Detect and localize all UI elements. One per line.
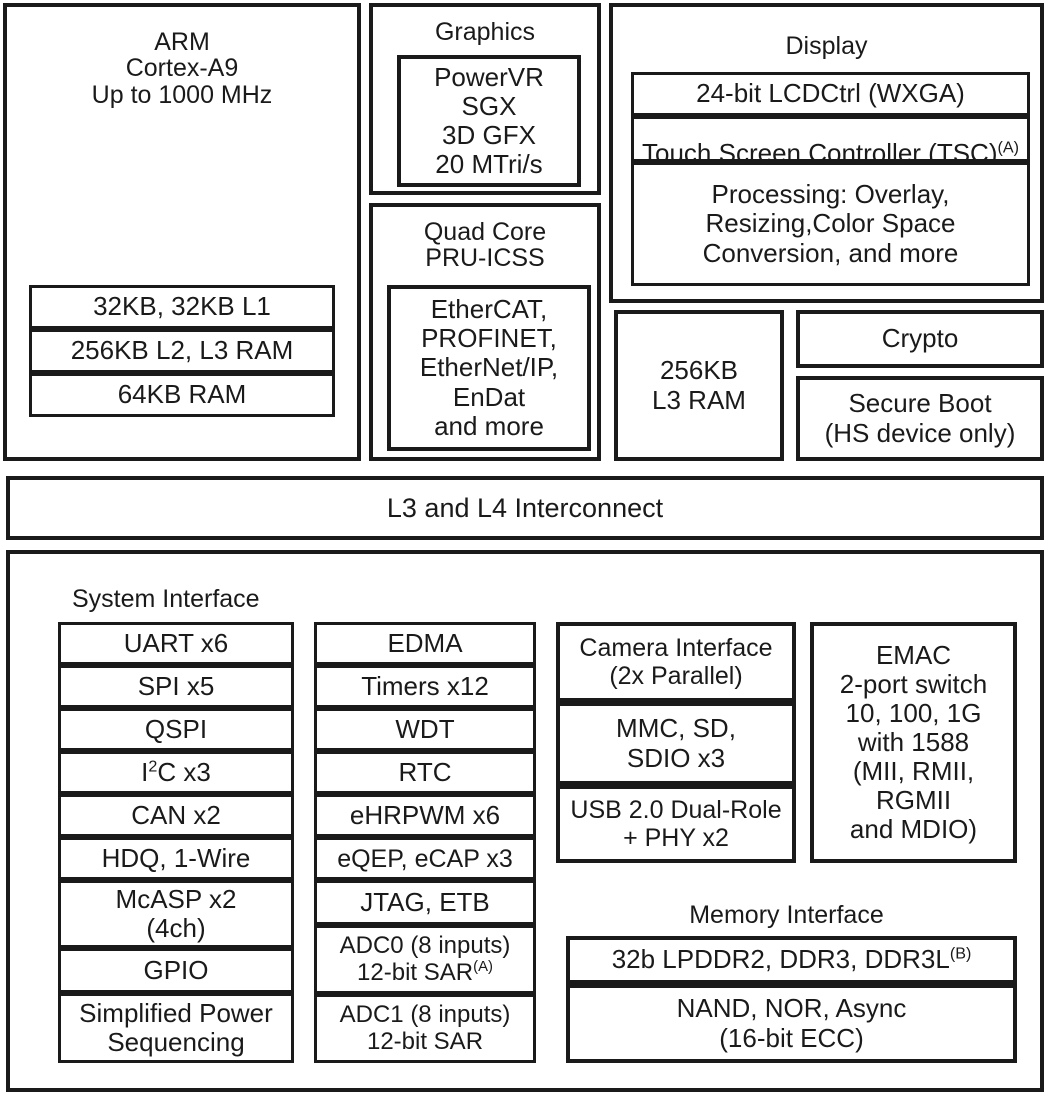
arm-memory-l2-label: 256KB L2, L3 RAM xyxy=(70,335,294,366)
si-col1-qspi-label: QSPI xyxy=(144,713,208,744)
si-col2-adc0-footnote: (A) xyxy=(473,958,493,975)
si-col2-timers-label: Timers x12 xyxy=(361,670,489,701)
pru-icss-label: Quad Core PRU-ICSS xyxy=(423,218,547,273)
graphics-label: Graphics xyxy=(434,18,536,46)
pru-icss-inner-label: EtherCAT, PROFINET, EtherNet/IP, EnDat a… xyxy=(419,294,559,441)
si-col1-qspi: QSPI xyxy=(58,708,294,751)
secure-boot-block: Secure Boot (HS device only) xyxy=(796,376,1044,461)
si-col1-i2c-label: I2C x3 xyxy=(141,756,211,787)
si-col1-power-sequencing: Simplified Power Sequencing xyxy=(58,993,294,1063)
display-block: Display 24-bit LCDCtrl (WXGA) Touch Scre… xyxy=(609,3,1044,303)
si-col1-can-label: CAN x2 xyxy=(131,799,221,830)
memory-interface-row-nand-label: NAND, NOR, Async (16-bit ECC) xyxy=(676,993,907,1053)
arm-memory-ram: 64KB RAM xyxy=(29,373,335,417)
si-col2-ehrpwm-label: eHRPWM x6 xyxy=(349,799,501,830)
si-col3-usb: USB 2.0 Dual-Role + PHY x2 xyxy=(556,785,796,863)
memory-interface-row-ddr: 32b LPDDR2, DDR3, DDR3L(B) xyxy=(566,936,1017,984)
si-col2-adc0: ADC0 (8 inputs) 12-bit SAR(A) xyxy=(314,925,536,994)
display-label: Display xyxy=(785,32,868,60)
si-col2-jtag-etb: JTAG, ETB xyxy=(314,880,536,925)
display-row-lcdctrl-label: 24-bit LCDCtrl (WXGA) xyxy=(696,78,965,109)
graphics-inner-box: PowerVR SGX 3D GFX 20 MTri/s xyxy=(397,55,581,187)
si-col1-hdq: HDQ, 1-Wire xyxy=(58,837,294,880)
si-col2-adc1: ADC1 (8 inputs) 12-bit SAR xyxy=(314,994,536,1063)
emac-block: EMAC 2-port switch 10, 100, 1G with 1588… xyxy=(810,622,1017,863)
interconnect-label: L3 and L4 Interconnect xyxy=(386,492,664,523)
system-interface-label: System Interface xyxy=(72,585,260,613)
si-col1-spi: SPI x5 xyxy=(58,665,294,708)
arm-memory-l1-label: 32KB, 32KB L1 xyxy=(93,291,271,322)
si-col2-eqep-ecap-label: eQEP, eCAP x3 xyxy=(337,844,513,873)
si-col1-hdq-label: HDQ, 1-Wire xyxy=(101,842,251,873)
si-col1-gpio: GPIO xyxy=(58,948,294,993)
si-col3-mmc-sd: MMC, SD, SDIO x3 xyxy=(556,702,796,785)
graphics-inner-label: PowerVR SGX 3D GFX 20 MTri/s xyxy=(434,61,544,180)
l3-ram-block: 256KB L3 RAM xyxy=(614,310,784,461)
memory-interface-label: Memory Interface xyxy=(689,901,884,929)
si-col1-can: CAN x2 xyxy=(58,794,294,837)
pru-icss-block: Quad Core PRU-ICSS EtherCAT, PROFINET, E… xyxy=(369,203,601,461)
crypto-block: Crypto xyxy=(796,310,1044,368)
display-row-processing-label: Processing: Overlay, Resizing,Color Spac… xyxy=(702,179,959,268)
crypto-label: Crypto xyxy=(881,323,959,354)
si-col2-edma-label: EDMA xyxy=(387,627,463,658)
si-col3-mmc-sd-label: MMC, SD, SDIO x3 xyxy=(616,713,736,773)
si-col2-ehrpwm: eHRPWM x6 xyxy=(314,794,536,837)
display-row-processing: Processing: Overlay, Resizing,Color Spac… xyxy=(631,162,1030,286)
si-col1-mcasp: McASP x2 (4ch) xyxy=(58,880,294,948)
memory-interface-row-ddr-label: 32b LPDDR2, DDR3, DDR3L xyxy=(611,944,950,975)
si-col1-gpio-label: GPIO xyxy=(143,954,209,985)
si-col1-i2c: I2C x3 xyxy=(58,751,294,794)
si-col1-mcasp-label: McASP x2 (4ch) xyxy=(115,883,237,943)
si-col2-timers: Timers x12 xyxy=(314,665,536,708)
arm-header: ARM Cortex-A9 Up to 1000 MHz xyxy=(91,28,273,109)
pru-icss-inner-box: EtherCAT, PROFINET, EtherNet/IP, EnDat a… xyxy=(387,285,591,451)
display-row-tsc: Touch Screen Controller (TSC)(A) xyxy=(631,116,1030,168)
arm-memory-l1: 32KB, 32KB L1 xyxy=(29,285,335,329)
si-col2-wdt-label: WDT xyxy=(395,713,455,744)
si-col1-uart: UART x6 xyxy=(58,622,294,665)
l3-ram-label: 256KB L3 RAM xyxy=(652,355,746,415)
si-col2-rtc: RTC xyxy=(314,751,536,794)
interconnect-bar: L3 and L4 Interconnect xyxy=(6,476,1044,540)
arm-memory-l2: 256KB L2, L3 RAM xyxy=(29,329,335,373)
si-col2-rtc-label: RTC xyxy=(398,756,452,787)
secure-boot-label: Secure Boot (HS device only) xyxy=(824,388,1016,448)
display-row-tsc-footnote: (A) xyxy=(997,138,1019,157)
display-row-lcdctrl: 24-bit LCDCtrl (WXGA) xyxy=(631,72,1030,116)
si-col3-camera-interface-label: Camera Interface (2x Parallel) xyxy=(579,634,773,690)
system-interface-block: System Interface UART x6 SPI x5 QSPI I2C… xyxy=(6,550,1044,1092)
si-col3-camera-interface: Camera Interface (2x Parallel) xyxy=(556,622,796,702)
memory-interface-row-ddr-footnote: (B) xyxy=(949,944,972,963)
si-col3-usb-label: USB 2.0 Dual-Role + PHY x2 xyxy=(570,796,782,852)
si-col1-spi-label: SPI x5 xyxy=(137,670,215,701)
si-col2-adc0-label: ADC0 (8 inputs) 12-bit SAR xyxy=(339,931,511,986)
si-col1-power-sequencing-label: Simplified Power Sequencing xyxy=(79,997,273,1057)
si-col2-jtag-etb-label: JTAG, ETB xyxy=(360,886,490,917)
si-col2-edma: EDMA xyxy=(314,622,536,665)
memory-interface-row-nand: NAND, NOR, Async (16-bit ECC) xyxy=(566,984,1017,1063)
si-col2-eqep-ecap: eQEP, eCAP x3 xyxy=(314,837,536,880)
emac-label: EMAC 2-port switch 10, 100, 1G with 1588… xyxy=(839,639,988,845)
arm-block: ARM Cortex-A9 Up to 1000 MHz 32KB, 32KB … xyxy=(3,3,361,461)
arm-memory-ram-label: 64KB RAM xyxy=(117,379,247,410)
i2c-superscript-2: 2 xyxy=(148,757,158,776)
graphics-block: Graphics PowerVR SGX 3D GFX 20 MTri/s xyxy=(369,3,601,195)
si-col1-uart-label: UART x6 xyxy=(123,627,229,658)
si-col2-wdt: WDT xyxy=(314,708,536,751)
si-col2-adc1-label: ADC1 (8 inputs) 12-bit SAR xyxy=(339,1000,511,1055)
